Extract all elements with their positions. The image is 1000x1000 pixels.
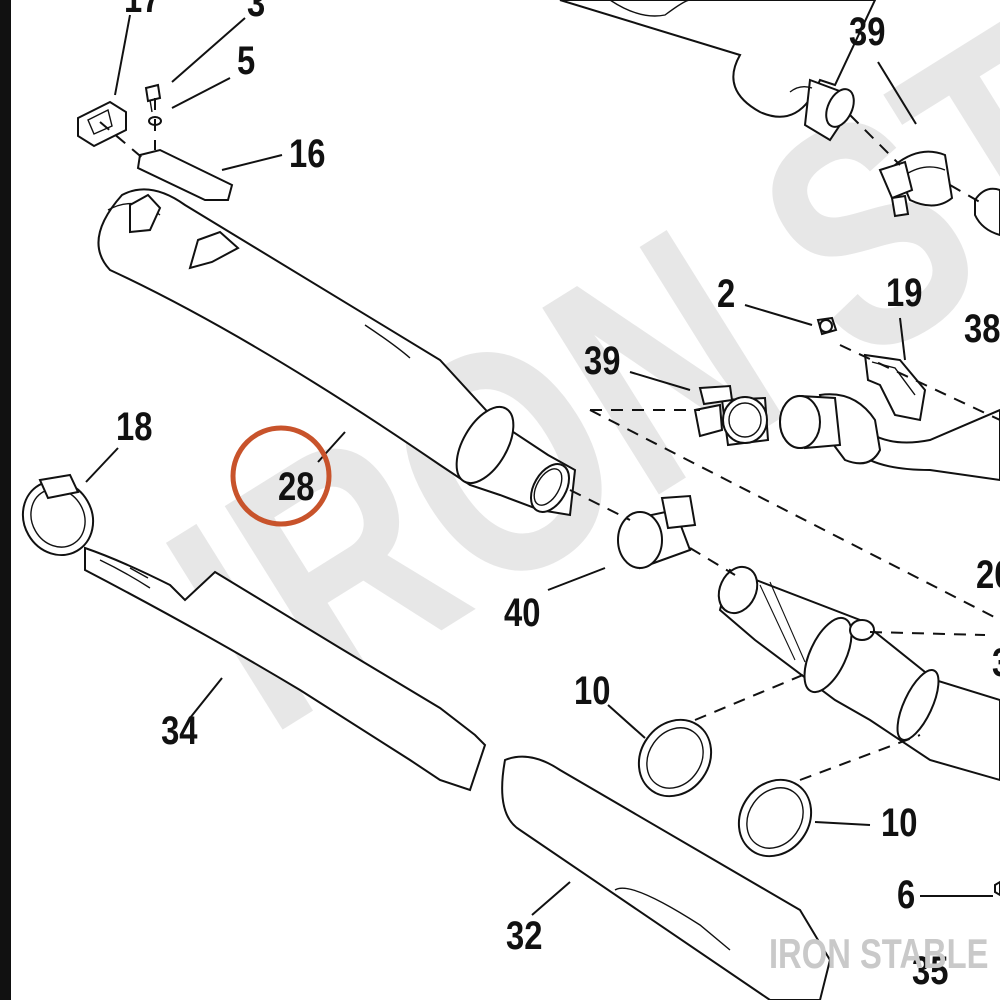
label-3: 3 xyxy=(247,0,265,25)
heat-shield-32 xyxy=(501,755,832,1000)
label-16: 16 xyxy=(289,131,325,176)
clamp-39-mid xyxy=(693,384,770,447)
label-28: 28 xyxy=(278,464,314,509)
hose-clamp-10-upper xyxy=(637,718,713,798)
highlight-circle-28 xyxy=(230,425,332,527)
part-labels: 17 3 5 16 39 2 19 38 39 18 28 40 20 34 1… xyxy=(116,0,1000,993)
label-3-right: 3 xyxy=(992,640,1000,685)
clamp-39-top xyxy=(878,150,954,218)
hose-clamp-18 xyxy=(21,473,95,557)
bolt-2 xyxy=(816,316,838,336)
label-20: 20 xyxy=(976,552,1000,597)
strap-16 xyxy=(136,148,234,201)
pipe-connector xyxy=(779,393,882,465)
muffler-28 xyxy=(97,188,577,517)
label-40: 40 xyxy=(504,590,540,635)
label-39-mid: 39 xyxy=(584,338,620,383)
label-34: 34 xyxy=(161,708,198,753)
label-17: 17 xyxy=(124,0,160,21)
label-6: 6 xyxy=(897,872,915,917)
leader-lines xyxy=(85,14,993,916)
fastener-6 xyxy=(994,880,1000,897)
label-19: 19 xyxy=(886,270,922,315)
headpipe-lower xyxy=(717,565,1000,782)
label-10-upper: 10 xyxy=(574,668,610,713)
label-35: 35 xyxy=(912,948,948,993)
label-5: 5 xyxy=(237,38,255,83)
watermark-small-text: IRON STABLE xyxy=(769,930,989,977)
bolt-3 xyxy=(144,83,162,113)
hose-clamp-10-lower xyxy=(737,778,813,858)
label-38: 38 xyxy=(964,306,1000,351)
pipe-right-top xyxy=(974,187,1000,237)
left-border xyxy=(0,0,11,1000)
heat-shield-34 xyxy=(84,546,487,792)
label-2: 2 xyxy=(717,271,735,316)
label-32: 32 xyxy=(506,913,542,958)
label-39-top: 39 xyxy=(849,9,885,54)
top-muffler xyxy=(559,0,877,142)
label-10-lower: 10 xyxy=(881,800,917,845)
label-18: 18 xyxy=(116,404,152,449)
alignment-lines xyxy=(99,98,1000,781)
clamp-40 xyxy=(617,494,697,570)
